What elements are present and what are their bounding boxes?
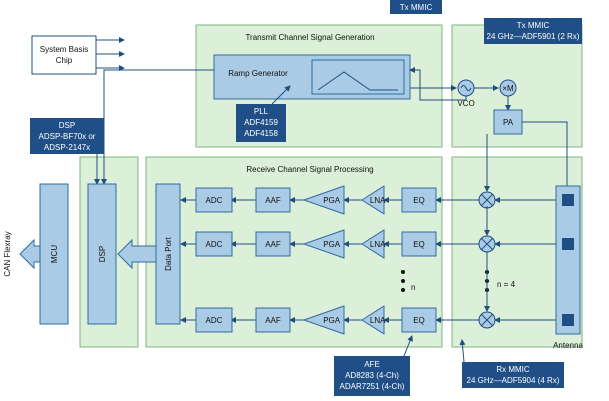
afe-label-line-1: AFE	[364, 360, 380, 369]
receive-region	[145, 156, 443, 348]
ramp-display	[311, 59, 405, 95]
ramp-waveform	[317, 71, 398, 91]
tx-mmic-label-box	[484, 18, 582, 44]
n-mid-label: n = 4	[497, 280, 516, 289]
rx-mmic-label-line-2: 24 GHz—ADF5904 (4 Rx)	[467, 376, 560, 385]
pa-block	[493, 109, 523, 135]
data-port-label: Data Port	[164, 236, 173, 271]
adc-block-row-1	[195, 187, 233, 213]
aaf-label-row-2: AAF	[265, 240, 281, 249]
antenna-array	[555, 185, 581, 335]
tx-mmic-top-tag	[390, 0, 442, 14]
lna-block-row-3	[361, 305, 385, 335]
data-port-block	[155, 183, 181, 325]
aaf-block-row-1	[255, 187, 291, 213]
system-basis-chip-line-1: System Basis	[40, 45, 88, 54]
vco-label: VCO	[457, 99, 474, 108]
dsp-label-line-3: ADSP-2147x	[44, 143, 90, 152]
ramp-generator-label: Ramp Generator	[228, 69, 288, 78]
dsp-label-line-2: ADSP-BF70x or	[39, 132, 96, 141]
mcu-label: MCU	[50, 245, 59, 263]
dsp-label-box	[30, 118, 104, 154]
pa-label: PA	[503, 118, 514, 127]
pll-line-2: ADF4159	[244, 118, 278, 127]
tx-mmic-label-line-2: 24 GHz—ADF5901 (2 Rx)	[487, 32, 580, 41]
pga-block-row-1	[302, 185, 345, 215]
eq-label-row-3: EQ	[413, 316, 425, 325]
eq-block-row-3	[401, 307, 437, 333]
eq-block-row-2	[401, 231, 437, 257]
system-basis-chip-line-2: Chip	[56, 56, 73, 65]
mcu-block	[39, 183, 69, 325]
antenna-label: Antenna	[553, 341, 583, 350]
aaf-label-row-1: AAF	[265, 196, 281, 205]
receive-region-title: Receive Channel Signal Processing	[246, 165, 373, 174]
multiplier-label: ×M	[502, 84, 514, 93]
afe-label-line-2: AD8283 (4-Ch)	[345, 371, 399, 380]
lna-block-row-1	[361, 185, 385, 215]
pll-block	[236, 104, 286, 142]
aaf-block-row-2	[255, 231, 291, 257]
transmit-region-title: Transmit Channel Signal Generation	[245, 33, 374, 42]
eq-block-row-1	[401, 187, 437, 213]
pll-line-1: PLL	[254, 107, 269, 116]
aaf-block-row-3	[255, 307, 291, 333]
lna-block-row-2	[361, 229, 385, 259]
tx-mmic-label-line-1: Tx MMIC	[517, 21, 550, 30]
n-left-label: n	[411, 283, 415, 292]
adc-block-row-3	[195, 307, 233, 333]
tx-mmic-top-tag-text: Tx MMIC	[400, 3, 433, 12]
adc-block-row-2	[195, 231, 233, 257]
mcu-to-can-arrow	[19, 238, 41, 270]
pga-label-row-2: PGA	[323, 240, 341, 249]
adc-label-row-3: ADC	[206, 316, 223, 325]
pll-line-3: ADF4158	[244, 129, 278, 138]
afe-label-line-3: ADAR7251 (4-Ch)	[340, 382, 405, 391]
lna-label-row-3: LNA	[370, 316, 386, 325]
lna-label-row-2: LNA	[370, 240, 386, 249]
pga-block-row-3	[302, 305, 345, 335]
pga-label-row-3: PGA	[323, 316, 341, 325]
aaf-label-row-3: AAF	[265, 316, 281, 325]
dsp-label-line-1: DSP	[59, 121, 75, 130]
eq-label-row-1: EQ	[413, 196, 425, 205]
rx-mmic-label-box	[462, 362, 564, 388]
adc-label-row-1: ADC	[206, 196, 223, 205]
lna-label-row-1: LNA	[370, 196, 386, 205]
pga-label-row-1: PGA	[323, 196, 341, 205]
rx-mmic-label-line-1: Rx MMIC	[496, 365, 530, 374]
dsp-block	[87, 183, 117, 325]
eq-label-row-2: EQ	[413, 240, 425, 249]
receive-chain-rows: ADC AAF EQ PGA LNA ADC AAF EQ PGA LNA ADC AAF EQ PGA L…	[180, 180, 562, 335]
adc-label-row-2: ADC	[206, 240, 223, 249]
system-basis-chip-block	[31, 35, 97, 75]
data-port-to-dsp-arrow	[117, 238, 157, 270]
pga-block-row-2	[302, 229, 345, 259]
dsp-block-label: DSP	[98, 246, 107, 262]
afe-label-box	[334, 356, 410, 396]
can-flexray-label: CAN Flexray	[3, 231, 12, 276]
